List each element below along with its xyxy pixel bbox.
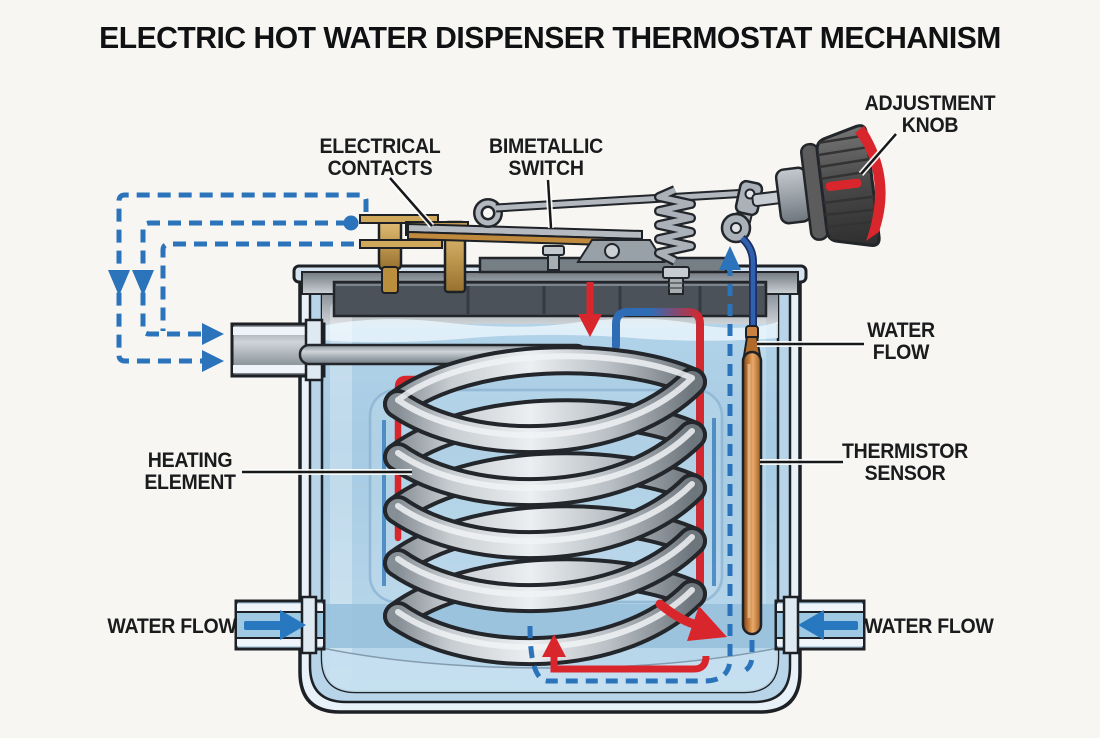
terminal-bar-upper bbox=[359, 214, 439, 224]
lid-assembly bbox=[292, 245, 808, 318]
label-water-flow-upper: WATER FLOW bbox=[867, 319, 935, 364]
glass-highlight-left bbox=[330, 300, 352, 688]
heat-flow-arrows bbox=[542, 282, 727, 673]
label-water-flow-left: WATER FLOW bbox=[107, 615, 237, 638]
waterline bbox=[322, 318, 778, 343]
sensor-dashed-path bbox=[527, 264, 755, 684]
strip-support bbox=[576, 239, 666, 263]
sensor-rod bbox=[741, 350, 763, 636]
label-electrical-contacts: ELECTRICAL CONTACTS bbox=[319, 135, 441, 180]
terminal-bar-lower bbox=[359, 239, 443, 249]
bolt bbox=[542, 245, 565, 271]
terminal-dot bbox=[343, 215, 359, 231]
label-water-flow-right: WATER FLOW bbox=[864, 615, 994, 638]
water-flow-arrow-left bbox=[244, 610, 306, 640]
adjustment-knob bbox=[751, 124, 881, 247]
label-thermistor-sensor: THERMISTOR SENSOR bbox=[842, 440, 968, 485]
bottom-bowl bbox=[322, 648, 778, 692]
water-flow-arrow-right bbox=[798, 610, 858, 640]
circulation-pipe bbox=[612, 308, 704, 601]
circuit-arrowheads bbox=[108, 215, 359, 372]
pivot-bracket bbox=[720, 179, 764, 244]
label-adjustment-knob: ADJUSTMENT KNOB bbox=[864, 92, 996, 137]
page-title: ELECTRIC HOT WATER DISPENSER THERMOSTAT … bbox=[99, 20, 1001, 55]
leader-lines bbox=[242, 132, 899, 475]
knob-indicator bbox=[825, 178, 862, 192]
spring bbox=[654, 185, 696, 266]
bolt bbox=[662, 266, 690, 295]
thermistor-sensor bbox=[739, 235, 763, 636]
label-heating-element: HEATING ELEMENT bbox=[144, 449, 236, 494]
heating-coil bbox=[383, 345, 707, 667]
lever-arm bbox=[473, 188, 749, 228]
bimetallic-strip bbox=[407, 222, 666, 263]
label-bimetallic-switch: BIMETALLIC SWITCH bbox=[488, 135, 604, 180]
